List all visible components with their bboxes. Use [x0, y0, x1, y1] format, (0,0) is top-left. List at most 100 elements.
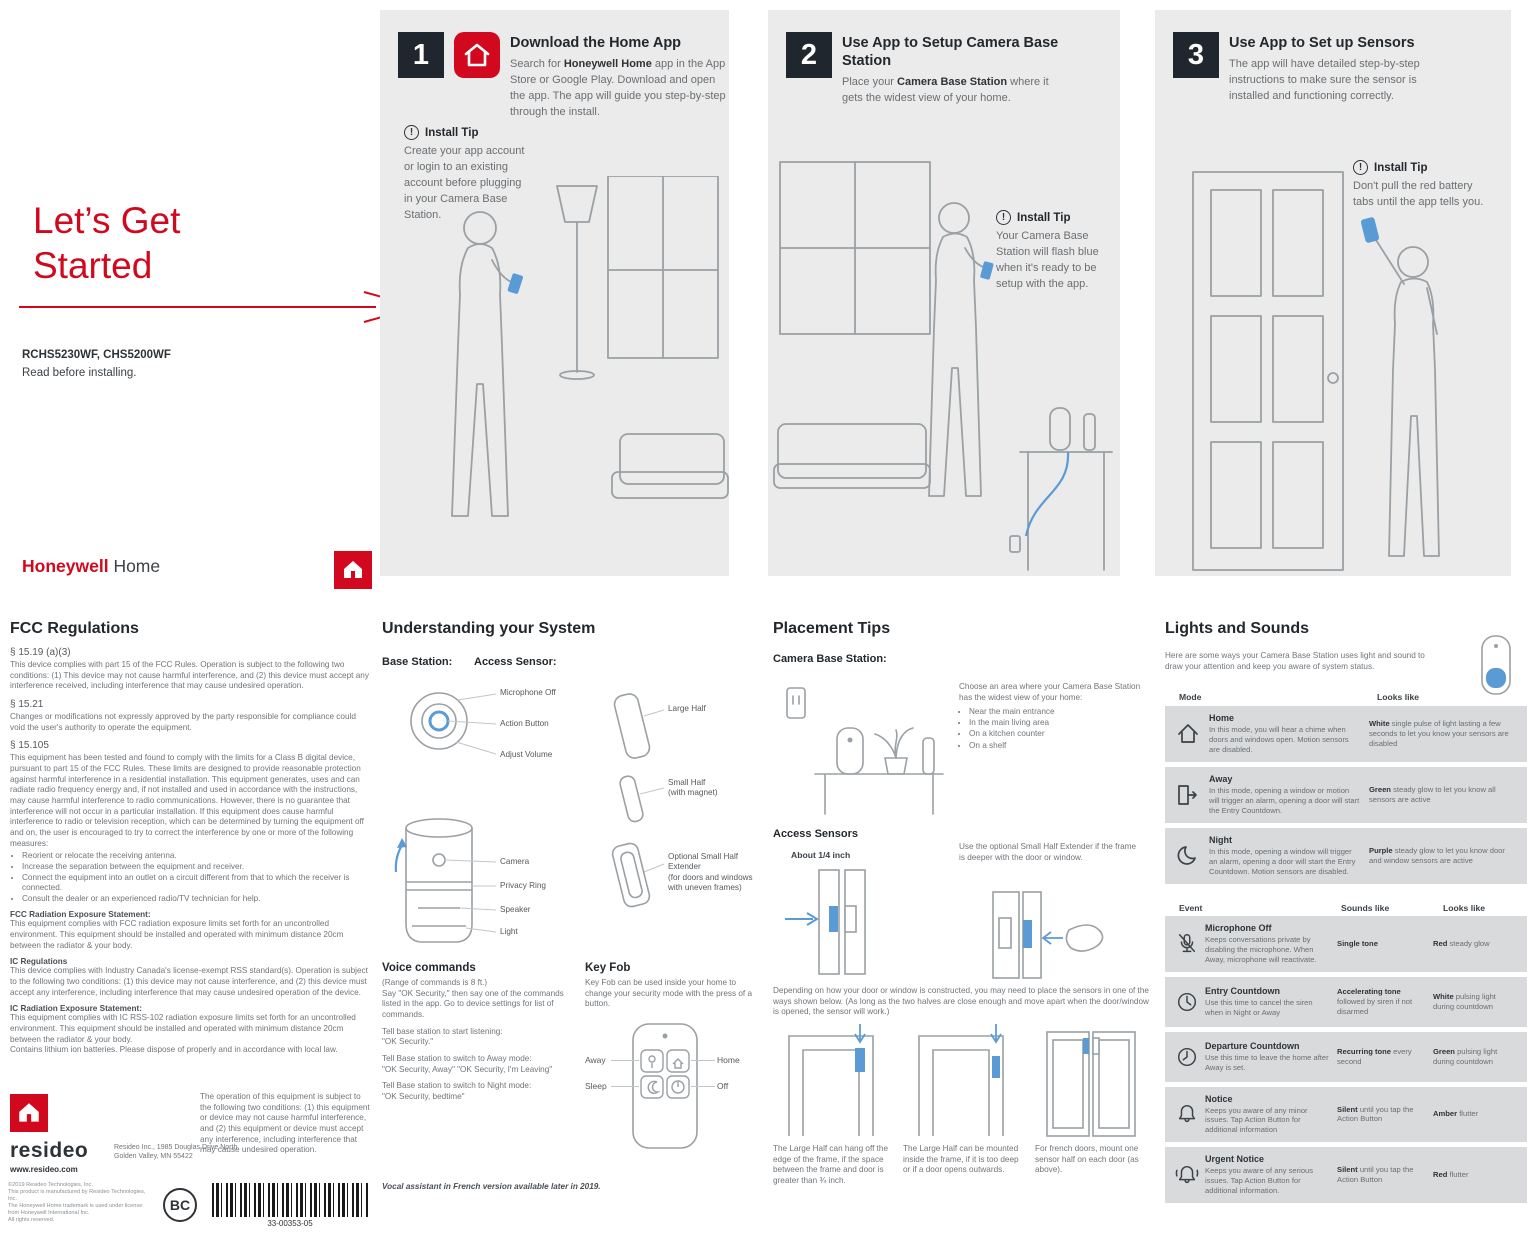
illustration-person-with-phone — [451, 176, 729, 517]
install-tip: Install Tip Create your app account or l… — [404, 125, 532, 224]
ic-heading: IC Radiation Exposure Statement: — [10, 1004, 142, 1014]
placement-tips-section: Placement Tips Camera Base Station: Choo… — [773, 620, 1150, 1230]
exclamation-icon — [404, 125, 419, 140]
part-label-speaker: Speaker — [500, 905, 531, 914]
section-title: Placement Tips — [773, 620, 891, 637]
bell-alert-icon — [1175, 1163, 1205, 1187]
fcc-heading: § 15.105 — [10, 740, 49, 752]
section-title: Understanding your System — [382, 620, 596, 637]
placement-diagram-inside-frame — [918, 1024, 1004, 1136]
leader-line — [691, 1059, 715, 1061]
step-body: Search for Honeywell Home app in the App… — [510, 58, 726, 118]
part-label-camera: Camera — [500, 857, 530, 866]
key-fob-diagram: Away Home Sleep Off — [585, 1020, 757, 1162]
clock-icon — [1175, 1045, 1205, 1069]
step-number: 2 — [786, 32, 832, 78]
leader-line — [691, 1085, 715, 1087]
step-title: Use App to Setup Camera Base Station — [842, 35, 1059, 70]
key-fob-graphic — [632, 1023, 698, 1149]
step-title: Use App to Set up Sensors — [1229, 35, 1415, 51]
fob-label-sleep: Sleep — [585, 1080, 607, 1091]
fcc-heading: § 15.19 (a)(3) — [10, 647, 71, 658]
step-number: 3 — [1173, 32, 1219, 78]
legal-fine-print: ©2019 Resideo Technologies, Inc. This pr… — [8, 1182, 146, 1223]
leader-line — [611, 1059, 639, 1061]
illustration-setup-base-station — [773, 161, 1113, 571]
fob-label-away: Away — [585, 1054, 606, 1065]
resideo-wordmark: resideo — [10, 1139, 89, 1162]
fob-label-home: Home — [717, 1054, 740, 1065]
operation-conditions-note: The operation of this equipment is subje… — [200, 1092, 370, 1155]
looks-like-column-header: Looks like — [1443, 903, 1486, 913]
illustration-install-sensor-on-door — [1192, 171, 1440, 571]
sensor-placement-note: Depending on how your door or window is … — [773, 986, 1149, 1017]
part-label-adjust-volume: Adjust Volume — [500, 750, 553, 759]
diagram-caption: For french doors, mount one sensor half … — [1035, 1144, 1139, 1175]
fcc-heading: § 15.21 — [10, 698, 44, 710]
gap-measurement-label: About 1/4 inch — [791, 850, 851, 860]
base-station-small-icon — [1481, 635, 1511, 695]
camera-base-station-label: Camera Base Station: — [773, 653, 887, 665]
base-station-label: Base Station: — [382, 656, 453, 668]
lights-and-sounds-section: Lights and Sounds Here are some ways you… — [1165, 620, 1527, 1203]
step-body: Place your Camera Base Station where it … — [842, 76, 1049, 105]
leader-line — [611, 1085, 639, 1087]
part-label-extender: Optional Small Half Extender (for doors … — [668, 852, 753, 892]
resideo-mark-icon — [334, 551, 372, 589]
step-panel-3: 3 Use App to Set up Sensors The app will… — [1155, 10, 1511, 576]
step-title: Download the Home App — [510, 35, 682, 51]
fob-label-off: Off — [717, 1080, 729, 1091]
step-panel-1: 1 Download the Home App Search for Honey… — [380, 10, 729, 576]
part-label-action-button: Action Button — [500, 719, 549, 728]
part-label-privacy-ring: Privacy Ring — [500, 881, 546, 890]
home-mode-icon — [1175, 721, 1209, 747]
sounds-like-column-header: Sounds like — [1341, 903, 1390, 913]
lights-intro: Here are some ways your Camera Base Stat… — [1165, 651, 1425, 672]
section-title: Lights and Sounds — [1165, 620, 1309, 637]
event-column-header: Event — [1179, 903, 1203, 913]
home-app-icon — [454, 32, 500, 78]
exclamation-icon — [1353, 160, 1368, 175]
voice-commands-block: Voice commands (Range of commands is 8 f… — [382, 962, 564, 1101]
website-url: www.resideo.com — [10, 1165, 78, 1174]
device-diagrams: Microphone Off Action Button Adjust Volu… — [382, 676, 758, 976]
fcc-heading: FCC Radiation Exposure Statement: — [10, 910, 151, 920]
mode-column-header: Mode — [1179, 692, 1202, 702]
fcc-regulations-section: FCC Regulations § 15.19 (a)(3) This devi… — [10, 620, 372, 1088]
away-mode-icon — [1175, 782, 1209, 808]
looks-like-column-header: Looks like — [1377, 692, 1420, 702]
diagram-caption: The Large Half can be mounted inside the… — [903, 1144, 1019, 1175]
exclamation-icon — [996, 210, 1011, 225]
french-version-footnote: Vocal assistant in French version availa… — [382, 1182, 601, 1191]
fcc-measures-list: Reorient or relocate the receiving anten… — [22, 851, 372, 904]
understanding-system-section: Understanding your System Base Station: … — [382, 620, 758, 1220]
honeywell-home-logo: Honeywell Home — [22, 556, 161, 576]
placement-advice: Choose an area where your Camera Base St… — [959, 682, 1147, 751]
microphone-off-icon — [1175, 932, 1205, 956]
base-station-placement-illustration — [786, 687, 944, 815]
read-before-note: Read before installing. — [22, 367, 137, 379]
resideo-mark-icon — [10, 1094, 48, 1132]
night-mode-icon — [1175, 843, 1209, 869]
bell-icon — [1175, 1102, 1205, 1126]
barcode-number: 33-00353-05 — [267, 1219, 313, 1228]
clock-icon — [1175, 990, 1205, 1014]
step-panel-2: 2 Use App to Setup Camera Base Station P… — [768, 10, 1120, 576]
section-title: FCC Regulations — [10, 620, 139, 637]
part-label-large-half: Large Half — [668, 704, 706, 713]
install-tip: Install Tip Don't pull the red battery t… — [1353, 160, 1495, 211]
placement-diagram-french-doors — [1046, 1031, 1136, 1137]
extender-note: Use the optional Small Half Extender if … — [959, 842, 1137, 862]
barcode — [212, 1183, 368, 1217]
access-sensors-label: Access Sensors — [773, 828, 858, 840]
part-label-microphone-off: Microphone Off — [500, 688, 556, 697]
